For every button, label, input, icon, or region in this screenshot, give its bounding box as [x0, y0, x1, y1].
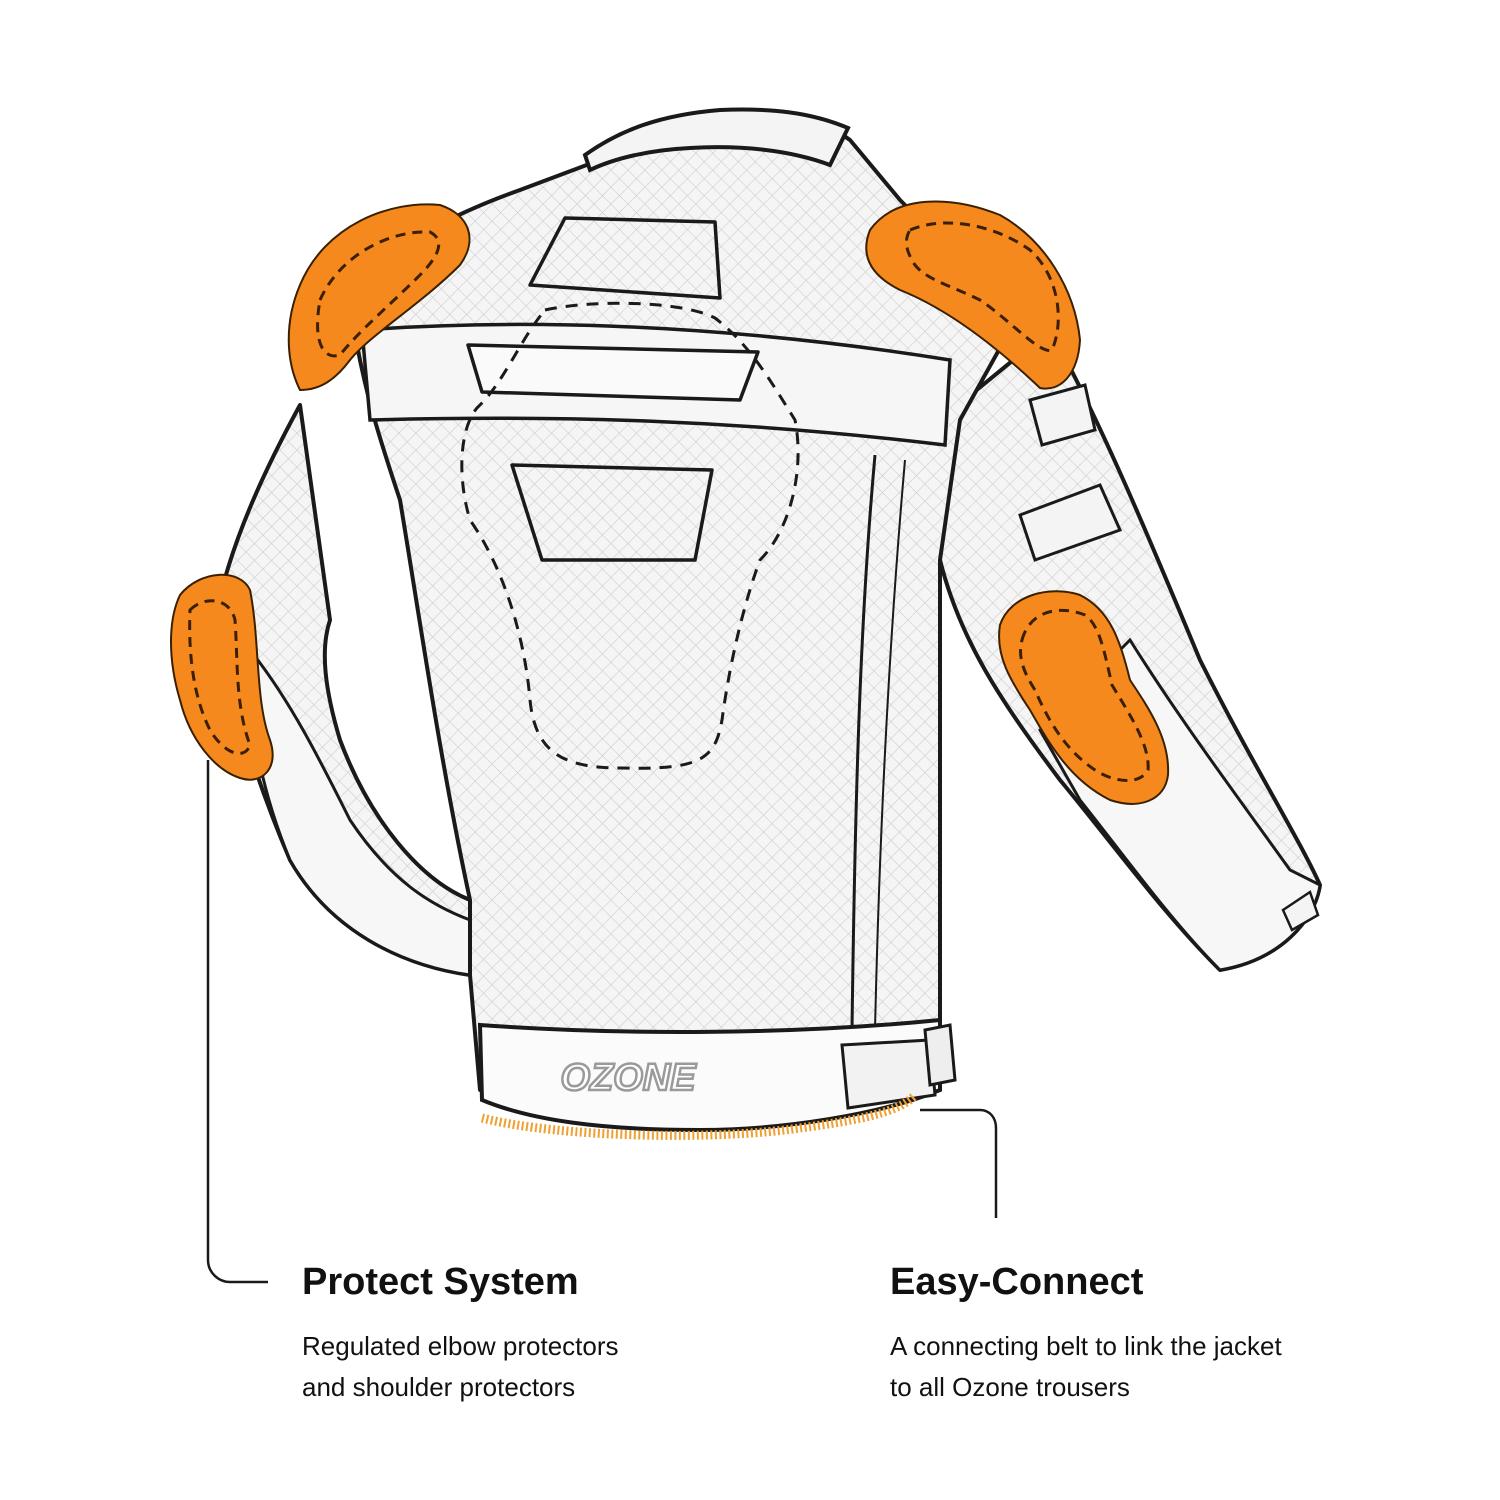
right-elbow-protector: [998, 590, 1170, 805]
yoke-vent: [466, 343, 760, 402]
ozone-logo: OZONE: [560, 1057, 697, 1099]
right-sleeve-band: [1018, 483, 1123, 562]
feature-protect-system: Protect System Regulated elbow protector…: [302, 1260, 822, 1408]
feature-description-line: Regulated elbow protectors: [302, 1331, 619, 1361]
feature-description-line: A connecting belt to link the jacket: [890, 1331, 1282, 1361]
connecting-belt-zipper: [480, 1091, 919, 1140]
upper-vent: [528, 216, 722, 300]
protect-callout-line: [206, 760, 268, 1284]
feature-description-line: and shoulder protectors: [302, 1372, 576, 1402]
collar: [582, 107, 851, 173]
feature-easy-connect: Easy-Connect A connecting belt to link t…: [890, 1260, 1450, 1408]
back-protector-pocket: [460, 301, 800, 770]
side-seam-right-2: [874, 459, 906, 1031]
waistband-tab: [923, 1023, 957, 1087]
connect-callout-line: [920, 1108, 998, 1218]
left-elbow-protector: [170, 573, 274, 781]
feature-description-line: to all Ozone trousers: [890, 1372, 1130, 1402]
waistband: [477, 1017, 942, 1133]
left-shoulder-protector: [287, 203, 471, 392]
right-cuff-tab: [1281, 890, 1320, 932]
right-sleeve-strap: [1028, 383, 1097, 447]
right-shoulder-protector: [865, 200, 1082, 390]
waistband-adjuster: [840, 1038, 937, 1110]
side-seam-right: [850, 454, 877, 1031]
feature-title: Protect System: [302, 1261, 579, 1303]
feature-title: Easy-Connect: [890, 1261, 1144, 1303]
mid-vent: [510, 463, 714, 562]
